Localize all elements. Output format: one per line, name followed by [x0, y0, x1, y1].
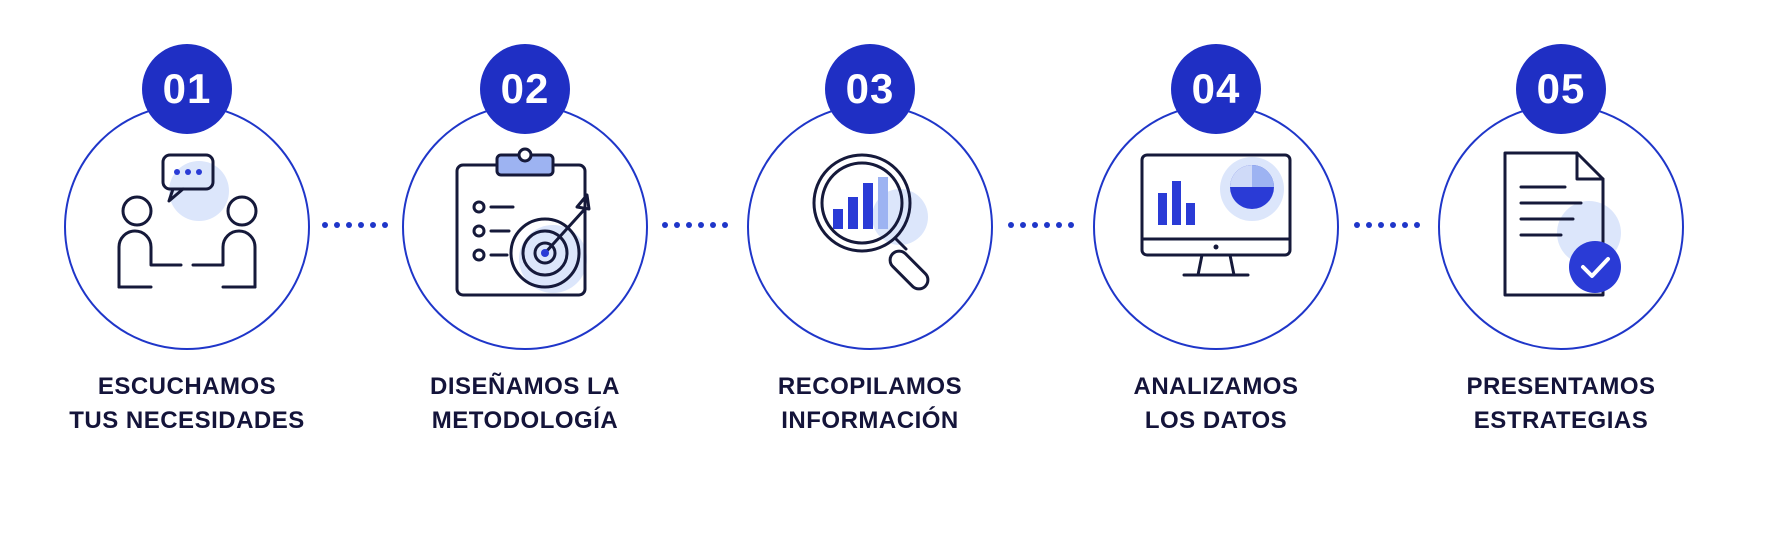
meeting-conversation-icon [117, 153, 258, 289]
step-label-line-1: PRESENTAMOS [1466, 373, 1656, 400]
step-number-badge: 05 [1516, 44, 1606, 134]
step-number-badge: 01 [142, 44, 232, 134]
step-label-line-2: LOS DATOS [1144, 407, 1288, 434]
step-2: 02 DISEÑAMOS LA METODOLOGÍA [362, 0, 692, 450]
step-circle [64, 104, 310, 350]
step-label: DISEÑAMOS LA METODOLOGÍA [362, 370, 688, 438]
step-label-line-2: INFORMACIÓN [781, 407, 959, 434]
step-label: RECOPILAMOS INFORMACIÓN [707, 370, 1033, 438]
step-3: 03 RECOPILAMOS INFORMACIÓN [707, 0, 1037, 450]
step-5: 05 PRESENTAMOS ESTRATEGIAS [1398, 0, 1728, 450]
step-label-line-2: ESTRATEGIAS [1473, 407, 1649, 434]
step-label-line-2: TUS NECESIDADES [69, 407, 305, 434]
magnifier-chart-icon [812, 153, 930, 291]
clipboard-target-icon [455, 147, 591, 297]
step-label-line-1: DISEÑAMOS LA [429, 373, 620, 400]
step-number-badge: 03 [825, 44, 915, 134]
connector-dots-2-3 [662, 222, 728, 228]
step-label: ANALIZAMOS LOS DATOS [1053, 370, 1379, 438]
step-label: PRESENTAMOS ESTRATEGIAS [1398, 370, 1724, 438]
document-check-icon [1503, 151, 1621, 297]
step-number-badge: 02 [480, 44, 570, 134]
step-circle [1093, 104, 1339, 350]
monitor-analytics-icon [1140, 153, 1292, 277]
step-label: ESCUCHAMOS TUS NECESIDADES [24, 370, 350, 438]
step-1: 01 ESCUCHAMOS TUS NECESIDADES [24, 0, 354, 450]
step-label-line-1: RECOPILAMOS [777, 373, 963, 400]
step-label-line-1: ANALIZAMOS [1133, 373, 1299, 400]
step-label-line-2: METODOLOGÍA [431, 407, 619, 434]
connector-dots-3-4 [1008, 222, 1074, 228]
step-4: 04 ANALIZAMOS LOS DATOS [1053, 0, 1383, 450]
connector-dots-1-2 [322, 222, 388, 228]
step-number-badge: 04 [1171, 44, 1261, 134]
step-label-line-1: ESCUCHAMOS [97, 373, 277, 400]
connector-dots-4-5 [1354, 222, 1420, 228]
